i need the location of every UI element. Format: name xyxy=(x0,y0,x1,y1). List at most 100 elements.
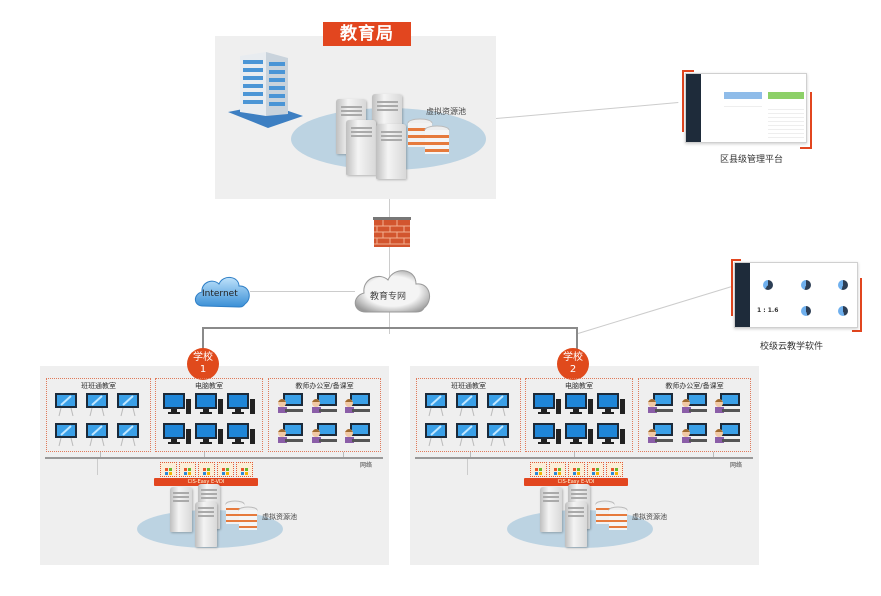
connector-line xyxy=(495,102,679,119)
classroom-label: 教师办公室/备课室 xyxy=(295,382,354,390)
room-drop-line xyxy=(713,452,714,458)
whiteboard-icon xyxy=(84,391,110,421)
firewall-icon xyxy=(373,217,411,247)
school-cloud-software-label: 校级云教学软件 xyxy=(760,342,824,352)
backbone-line xyxy=(202,327,578,329)
server-icon xyxy=(565,502,587,547)
network-bus xyxy=(45,457,383,459)
teacher-computer-icon xyxy=(679,421,709,451)
platform-bracket xyxy=(800,92,812,149)
server-icon xyxy=(376,124,406,179)
classroom-group[interactable]: 班班通教室 xyxy=(416,378,521,452)
vdi-bar: CIS-Easy E-VDI xyxy=(524,478,628,486)
internet-label: Internet xyxy=(202,289,238,299)
network-label: 网络 xyxy=(360,462,373,469)
school-resource-pool-label: 虚拟资源池 xyxy=(262,513,297,521)
virtual-desktop-icon xyxy=(217,462,234,477)
teacher-computer-icon xyxy=(342,391,372,421)
virtual-desktop-icon xyxy=(198,462,215,477)
whiteboard-icon xyxy=(485,391,511,421)
desktop-computer-icon xyxy=(596,421,626,451)
teacher-computer-icon xyxy=(645,391,675,421)
classroom-label: 班班通教室 xyxy=(451,382,486,390)
server-icon xyxy=(170,487,192,532)
virtual-desktop-icon xyxy=(236,462,253,477)
school-badge-label: 学校 xyxy=(563,352,583,363)
classroom-label: 班班通教室 xyxy=(81,382,116,390)
desktop-computer-icon xyxy=(596,391,626,421)
whiteboard-icon xyxy=(115,391,141,421)
vdi-drop-line xyxy=(467,459,468,475)
backbone-line xyxy=(202,327,204,349)
virtual-desktop-icon xyxy=(530,462,547,477)
server-icon xyxy=(346,120,376,175)
room-drop-line xyxy=(100,452,101,458)
server-icon xyxy=(540,487,562,532)
school-badge-label: 学校 xyxy=(193,352,213,363)
virtual-desktop-icon xyxy=(568,462,585,477)
classroom-group[interactable]: 教师办公室/备课室 xyxy=(268,378,381,452)
whiteboard-icon xyxy=(423,421,449,451)
desktop-computer-icon xyxy=(162,421,192,451)
classroom-label: 电脑教室 xyxy=(195,382,223,390)
school-badge-number: 2 xyxy=(569,364,577,375)
teacher-computer-icon xyxy=(712,391,742,421)
virtual-desktop-icon xyxy=(549,462,566,477)
ratio-value: 1 : 1.6 xyxy=(757,307,779,314)
virtual-desktop-icon xyxy=(606,462,623,477)
classroom-group[interactable]: 班班通教室 xyxy=(46,378,151,452)
connector-line xyxy=(577,286,732,334)
bureau-resource-pool-label: 虚拟资源池 xyxy=(426,107,466,116)
internet-cloud-icon[interactable]: Internet xyxy=(193,270,253,312)
district-platform-screenshot[interactable] xyxy=(685,73,807,143)
virtual-desktop-icon xyxy=(179,462,196,477)
teacher-computer-icon xyxy=(679,391,709,421)
school-badge: 学校 2 xyxy=(557,348,589,380)
software-bracket xyxy=(731,259,741,316)
desktop-computer-icon xyxy=(226,421,256,451)
vdi-bar: CIS-Easy E-VDI xyxy=(154,478,258,486)
classroom-label: 教师办公室/备课室 xyxy=(665,382,724,390)
classroom-group[interactable]: 电脑教室 xyxy=(155,378,263,452)
whiteboard-icon xyxy=(454,421,480,451)
teacher-computer-icon xyxy=(712,421,742,451)
desktop-computer-icon xyxy=(532,421,562,451)
backbone-line xyxy=(576,327,578,349)
virtual-desktop-icon xyxy=(160,462,177,477)
desktop-computer-icon xyxy=(532,391,562,421)
teacher-computer-icon xyxy=(309,391,339,421)
teacher-computer-icon xyxy=(309,421,339,451)
teacher-computer-icon xyxy=(645,421,675,451)
school-badge-number: 1 xyxy=(199,364,207,375)
classroom-group[interactable]: 电脑教室 xyxy=(525,378,633,452)
edu-network-label: 教育专网 xyxy=(370,292,407,302)
teacher-computer-icon xyxy=(275,421,305,451)
classroom-group[interactable]: 教师办公室/备课室 xyxy=(638,378,751,452)
school-cloud-software-screenshot[interactable]: 1 : 1.6 xyxy=(734,262,858,328)
room-drop-line xyxy=(574,452,575,458)
whiteboard-icon xyxy=(53,421,79,451)
desktop-computer-icon xyxy=(564,421,594,451)
room-drop-line xyxy=(204,452,205,458)
teacher-computer-icon xyxy=(342,421,372,451)
vdi-drop-line xyxy=(97,459,98,475)
room-drop-line xyxy=(470,452,471,458)
classroom-label: 电脑教室 xyxy=(565,382,593,390)
whiteboard-icon xyxy=(115,421,141,451)
building-icon xyxy=(228,50,303,130)
network-bus xyxy=(415,457,753,459)
connector-line xyxy=(389,199,390,334)
whiteboard-icon xyxy=(454,391,480,421)
desktop-computer-icon xyxy=(564,391,594,421)
desktop-computer-icon xyxy=(162,391,192,421)
teacher-computer-icon xyxy=(275,391,305,421)
school-resource-pool-label: 虚拟资源池 xyxy=(632,513,667,521)
platform-bracket xyxy=(682,70,694,132)
whiteboard-icon xyxy=(53,391,79,421)
desktop-computer-icon xyxy=(194,421,224,451)
edu-network-cloud-icon[interactable]: 教育专网 xyxy=(352,262,434,318)
software-bracket xyxy=(852,278,862,332)
desktop-computer-icon xyxy=(194,391,224,421)
database-icon xyxy=(594,500,634,532)
whiteboard-icon xyxy=(84,421,110,451)
